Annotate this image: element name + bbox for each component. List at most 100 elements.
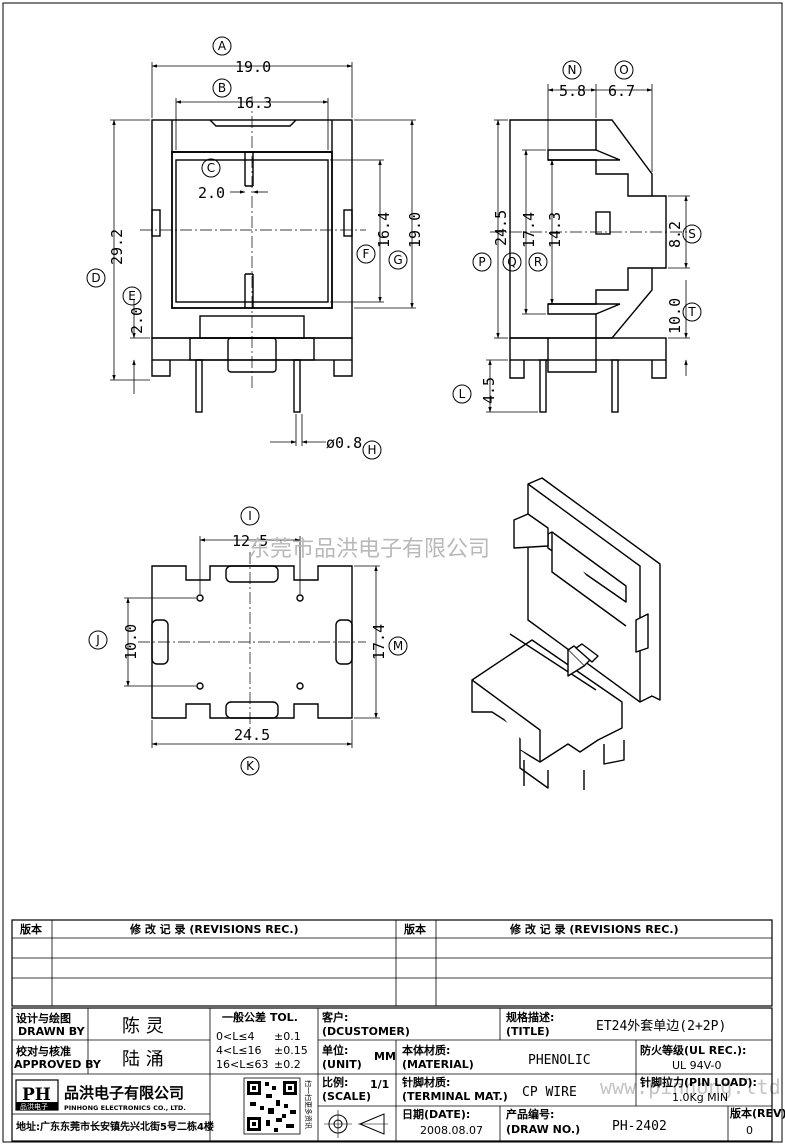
bottom-dimension-text: 12.5 10.0 24.5 17.4 [122, 532, 388, 744]
dim-r-value: 14.3 [546, 212, 564, 248]
dim-m-value: 17.4 [370, 624, 388, 660]
callout-c: C [207, 161, 215, 175]
side-callout-letters: N O P Q R S T L [459, 63, 697, 401]
company-logo: PH 品洪电子 [15, 1079, 59, 1111]
material-label-en: (MATERIAL) [402, 1058, 474, 1071]
qr-code [243, 1077, 301, 1135]
bottom-callouts [88, 506, 408, 776]
callout-q: Q [507, 255, 516, 269]
dim-p-value: 24.5 [492, 210, 510, 246]
dim-f-value: 16.4 [375, 212, 393, 248]
tol-value-2: ±0.15 [274, 1044, 308, 1057]
revisions-table [11, 919, 773, 1007]
designer-name: 陈 灵 [122, 1016, 164, 1037]
unit-label: 单位: [322, 1043, 348, 1057]
company-address: 地址:广东东莞市长安镇先兴北街5号二栋4楼 [16, 1120, 214, 1133]
logo-mark: PH [22, 1085, 51, 1105]
callout-t: T [687, 305, 696, 319]
company-name-en: PINHONG ELECTRONICS CO., LTD. [64, 1104, 186, 1112]
dim-k-value: 24.5 [234, 726, 270, 744]
callout-d: D [91, 271, 100, 285]
tol-range-1: 0<L≤4 [216, 1030, 255, 1043]
callout-a: A [218, 39, 227, 53]
dim-b-value: 16.3 [236, 94, 272, 112]
side-dimensions [486, 84, 690, 413]
rev-value: 0 [746, 1124, 753, 1137]
front-dimension-text: 19.0 16.3 2.0 29.2 2.0 16.4 19.0 ø0.8 [108, 58, 424, 452]
dim-c-value: 2.0 [198, 184, 225, 202]
title-value: ET24外套单边(2+2P) [596, 1018, 726, 1034]
watermark-url: www.pinhong.ltd [600, 1075, 781, 1099]
callout-e: E [128, 289, 136, 303]
callout-i: I [248, 509, 252, 523]
callout-k: K [246, 759, 255, 773]
callout-m: M [393, 639, 403, 653]
bottom-callout-letters: I J K M [95, 509, 403, 773]
callout-o: O [619, 63, 628, 77]
design-label-en: DRAWN BY [18, 1025, 86, 1038]
side-callouts [452, 60, 702, 404]
date-value: 2008.08.07 [420, 1124, 483, 1137]
scale-value: 1/1 [370, 1078, 389, 1091]
callout-j: J [95, 633, 100, 647]
callout-s: S [688, 227, 696, 241]
callout-b: B [218, 81, 226, 95]
dim-s-value: 8.2 [666, 221, 684, 248]
dim-j-value: 10.0 [122, 624, 140, 660]
dim-n-value: 5.8 [559, 82, 586, 100]
front-dimensions [110, 62, 416, 446]
customer-label-en: (DCUSTOMER) [322, 1025, 410, 1038]
front-callouts [86, 36, 408, 460]
bottom-dimensions [124, 536, 380, 748]
callout-g: G [393, 253, 402, 267]
drawno-label: 产品编号: [506, 1107, 554, 1121]
projection-symbol [324, 1110, 388, 1138]
dim-e-value: 2.0 [128, 307, 146, 334]
check-label: 校对与核准 [16, 1044, 71, 1058]
tolerance-title: 一般公差 TOL. [222, 1010, 298, 1024]
dim-o-value: 6.7 [608, 82, 635, 100]
terminal-label-en: (TERMINAL MAT.) [402, 1090, 508, 1103]
scale-label-en: (SCALE) [322, 1090, 371, 1103]
material-value: PHENOLIC [528, 1053, 591, 1068]
dim-q-value: 17.4 [520, 212, 538, 248]
scale-label: 比例: [322, 1075, 348, 1089]
side-dimension-text: 5.8 6.7 24.5 17.4 14.3 8.2 10.0 4.5 [480, 82, 684, 404]
dim-l-value: 4.5 [480, 377, 498, 404]
dim-g-value: 19.0 [406, 212, 424, 248]
ul-label: 防火等级(UL REC.): [640, 1043, 746, 1057]
rev-label: 版本(REV): [730, 1106, 785, 1120]
terminal-label: 针脚材质: [402, 1075, 450, 1089]
title-label-en: (TITLE) [506, 1025, 550, 1038]
unit-label-en: (UNIT) [322, 1058, 362, 1071]
watermark-company: 东莞市品洪电子有限公司 [248, 537, 490, 562]
qr-side-text: 扫一扫更多资讯 [304, 1080, 313, 1129]
drawno-value: PH-2402 [612, 1119, 667, 1134]
callout-n: N [568, 63, 577, 77]
bottom-view [138, 552, 366, 732]
tol-value-1: ±0.1 [274, 1030, 301, 1043]
isometric-view [471, 477, 661, 790]
dim-i-value: 12.5 [232, 532, 268, 550]
tol-range-3: 16<L≤63 [216, 1058, 269, 1071]
checker-name: 陆 涌 [122, 1049, 164, 1070]
design-label: 设计与绘图 [16, 1011, 71, 1025]
tol-range-2: 4<L≤16 [216, 1044, 262, 1057]
date-label: 日期(DATE): [402, 1107, 470, 1121]
ul-value: UL 94V-0 [672, 1059, 722, 1072]
callout-f: F [363, 247, 370, 261]
revisions-header-version-2: 版本 [404, 922, 426, 936]
dim-t-value: 10.0 [666, 298, 684, 334]
unit-value: MM [374, 1050, 396, 1063]
side-view [490, 119, 690, 413]
callout-p: P [478, 255, 485, 269]
revisions-header-version-1: 版本 [20, 922, 42, 936]
title-block-grid [11, 1007, 773, 1142]
dim-a-value: 19.0 [235, 58, 271, 76]
callout-r: R [534, 255, 542, 269]
logo-subtext: 品洪电子 [20, 1102, 48, 1111]
callout-h: H [367, 443, 376, 457]
front-view [140, 96, 366, 413]
dim-h-value: ø0.8 [326, 434, 362, 452]
dim-d-value: 29.2 [108, 229, 126, 265]
